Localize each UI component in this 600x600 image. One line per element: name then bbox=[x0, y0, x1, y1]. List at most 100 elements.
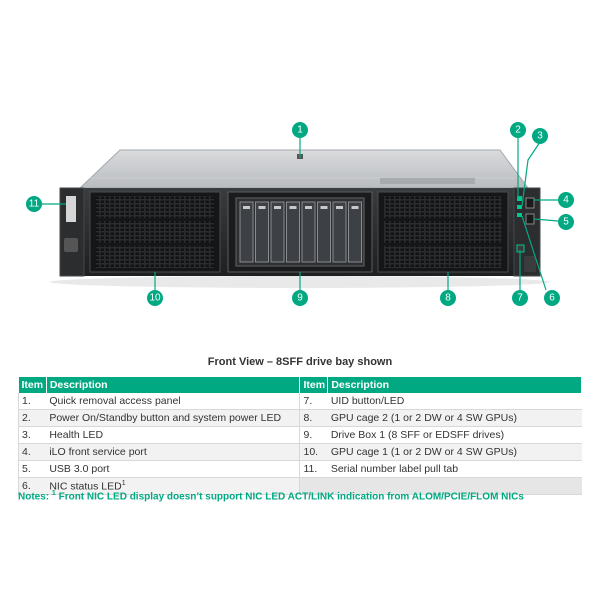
callout-number: 6 bbox=[549, 293, 555, 304]
table-row: 3.Health LED 9.Drive Box 1 (8 SFF or EDSF… bbox=[18, 426, 582, 444]
item-description-text: Quick removal access panel bbox=[49, 395, 181, 407]
item-number: 9. bbox=[299, 426, 328, 444]
notes-label: Notes: bbox=[18, 491, 50, 503]
item-description-text: GPU cage 2 (1 or 2 DW or 4 SW GPUs) bbox=[330, 412, 517, 424]
table-row: 2.Power On/Standby button and system pow… bbox=[18, 409, 582, 427]
item-description-text: Health LED bbox=[49, 429, 104, 441]
item-description: GPU cage 2 (1 or 2 DW or 4 SW GPUs) bbox=[327, 409, 582, 427]
item-number: 3. bbox=[18, 426, 47, 444]
drive-box-1 bbox=[227, 191, 373, 273]
callout-number: 10 bbox=[149, 293, 161, 304]
callout-circle bbox=[292, 122, 308, 138]
callout-9: 9 bbox=[292, 290, 308, 306]
callout-circle bbox=[512, 290, 528, 306]
nic-status-led-icon bbox=[517, 213, 522, 217]
item-number: 2. bbox=[18, 409, 47, 427]
callout-circle bbox=[558, 192, 574, 208]
callout-3: 3 bbox=[532, 128, 548, 144]
item-description: iLO front service port bbox=[46, 443, 300, 461]
item-description-text: UID button/LED bbox=[330, 395, 405, 407]
callout-number: 5 bbox=[563, 217, 569, 228]
callout-2: 2 bbox=[510, 122, 526, 138]
item-description-text: Drive Box 1 (8 SFF or EDSFF drives) bbox=[330, 429, 505, 441]
callout-circle bbox=[532, 128, 548, 144]
callout-11: 11 bbox=[26, 196, 42, 212]
callout-7: 7 bbox=[512, 290, 528, 306]
drive-slot bbox=[332, 201, 347, 263]
drive-latch bbox=[336, 206, 343, 209]
item-description: GPU cage 1 (1 or 2 DW or 4 SW GPUs) bbox=[327, 443, 582, 461]
header-description-left: Description bbox=[46, 377, 301, 393]
callout-circle bbox=[440, 290, 456, 306]
callout-number: 11 bbox=[29, 199, 40, 210]
callout-circle bbox=[510, 122, 526, 138]
item-number: 6. bbox=[18, 477, 47, 495]
figure-caption: Front View – 8SFF drive bay shown bbox=[207, 356, 393, 368]
callout-number: 2 bbox=[515, 125, 521, 136]
drive-slot bbox=[255, 201, 269, 263]
item-description: Health LED bbox=[46, 426, 300, 444]
drive-slot bbox=[239, 201, 254, 263]
drive-latch bbox=[274, 206, 281, 209]
callout-8: 8 bbox=[440, 290, 456, 306]
header-item-right: Item bbox=[299, 377, 329, 393]
callout-5: 5 bbox=[558, 214, 574, 230]
drive-latch bbox=[320, 206, 328, 209]
callout-circle bbox=[544, 290, 560, 306]
callout-circle bbox=[292, 290, 308, 306]
callout-number: 7 bbox=[517, 293, 523, 304]
callout-10: 10 bbox=[147, 290, 163, 306]
callout-number: 4 bbox=[563, 195, 569, 206]
item-description: Power On/Standby button and system power… bbox=[46, 409, 300, 427]
drive-latch bbox=[258, 206, 266, 209]
item-description: UID button/LED bbox=[327, 393, 582, 410]
item-number: 4. bbox=[18, 443, 47, 461]
item-number: 11. bbox=[299, 460, 328, 478]
callout-4: 4 bbox=[558, 192, 574, 208]
gpu-cage-2 bbox=[377, 191, 509, 273]
callout-number: 8 bbox=[445, 293, 451, 304]
item-description: Drive Box 1 (8 SFF or EDSFF drives) bbox=[327, 426, 582, 444]
item-description: Serial number label pull tab bbox=[327, 460, 582, 478]
item-number: 7. bbox=[299, 393, 328, 410]
ilo-service-port-icon bbox=[525, 197, 535, 209]
item-number: 10. bbox=[299, 443, 328, 461]
item-number: 8. bbox=[299, 409, 328, 427]
item-description: Quick removal access panel bbox=[46, 393, 300, 410]
table-header-row: Item Description Item Description bbox=[18, 377, 582, 393]
item-description-text: Serial number label pull tab bbox=[330, 463, 459, 475]
parts-table: Item Description Item Description 1.Quic… bbox=[18, 377, 582, 495]
table-row: 4.iLO front service port 10.GPU cage 1 (1… bbox=[18, 443, 582, 461]
callout-1: 1 bbox=[292, 122, 308, 138]
callout-circle bbox=[147, 290, 163, 306]
drive-slot bbox=[270, 201, 285, 263]
callout-number: 3 bbox=[537, 131, 543, 142]
item-description: USB 3.0 port bbox=[46, 460, 300, 478]
serial-label-tab bbox=[66, 196, 76, 222]
table-row: 6.NIC status LED1 bbox=[18, 477, 582, 495]
callout-circle bbox=[558, 214, 574, 230]
callout-number: 9 bbox=[297, 293, 303, 304]
health-led-icon bbox=[517, 205, 522, 209]
drive-latch bbox=[243, 206, 250, 209]
notes-text: Front NIC LED display doesn’t support NI… bbox=[55, 491, 524, 503]
drive-slot bbox=[348, 201, 362, 263]
footnote-mark: 1 bbox=[121, 479, 126, 487]
empty-cell bbox=[327, 477, 582, 495]
header-description-right: Description bbox=[327, 377, 582, 393]
item-description-text: iLO front service port bbox=[49, 446, 147, 458]
header-item-left: Item bbox=[18, 377, 47, 393]
empty-cell bbox=[299, 477, 328, 495]
drive-slot bbox=[301, 201, 316, 263]
gpu-cage-1 bbox=[89, 191, 221, 273]
power-button-icon bbox=[517, 196, 522, 201]
drive-slot bbox=[286, 201, 300, 263]
item-description-text: NIC status LED bbox=[49, 480, 122, 493]
notes: Notes: 1 Front NIC LED display doesn’t s… bbox=[18, 490, 588, 502]
callout-circle bbox=[26, 196, 42, 212]
notes-footnote-mark: 1 bbox=[51, 490, 56, 497]
callout-6: 6 bbox=[544, 290, 560, 306]
item-number: 5. bbox=[18, 460, 47, 478]
